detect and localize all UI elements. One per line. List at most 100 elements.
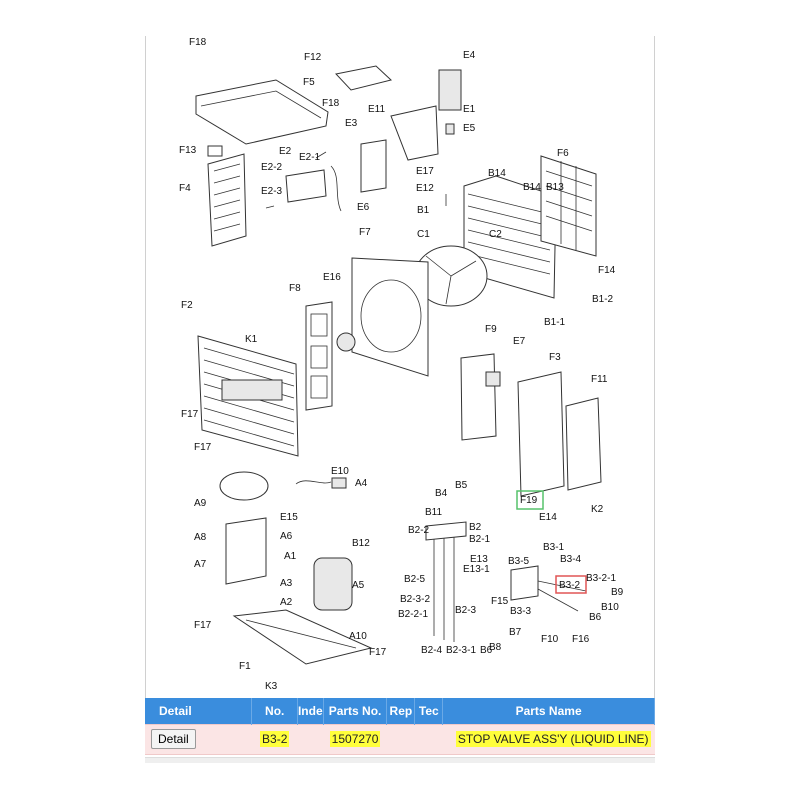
- label-F18: F18: [322, 98, 340, 109]
- part-a9: [219, 471, 269, 501]
- cell-index: [297, 723, 324, 755]
- part-e4: [438, 69, 462, 111]
- label-A7: A7: [194, 559, 207, 570]
- label-E13-1: E13-1: [463, 564, 490, 575]
- table-row: Detail B3-2 1507270 STOP VALVE ASS'Y (LI…: [145, 723, 655, 755]
- label-B2-5: B2-5: [404, 574, 426, 585]
- label-B3-4: B3-4: [560, 554, 582, 565]
- part-f11: [565, 397, 602, 491]
- label-E6: E6: [357, 202, 370, 213]
- label-E10: E10: [331, 466, 349, 477]
- label-F14: F14: [598, 265, 616, 276]
- label-C2: C2: [489, 229, 502, 240]
- label-F17: F17: [369, 647, 387, 658]
- label-B2: B2: [469, 522, 482, 533]
- table-header-row: Detail No. Inde Parts No. Rep Tec Parts …: [145, 698, 655, 724]
- cell-no: B3-2: [251, 723, 298, 755]
- label-F15: F15: [491, 596, 509, 607]
- label-E16: E16: [323, 272, 341, 283]
- label-A4: A4: [355, 478, 368, 489]
- label-E14: E14: [539, 512, 557, 523]
- label-F2: F2: [181, 300, 193, 311]
- col-header-parts-no: Parts No.: [323, 698, 388, 724]
- label-B1: B1: [417, 205, 430, 216]
- label-A3: A3: [280, 578, 293, 589]
- table-bottom-divider: [145, 757, 655, 763]
- detail-button[interactable]: Detail: [151, 729, 196, 749]
- label-F6: F6: [557, 148, 569, 159]
- label-E4: E4: [463, 50, 476, 61]
- label-K1: K1: [245, 334, 258, 345]
- part-top-panel: [195, 79, 329, 145]
- label-B10: B10: [601, 602, 619, 613]
- cell-detail: Detail: [145, 723, 252, 755]
- cell-parts-name: STOP VALVE ASS'Y (LIQUID LINE): [442, 723, 655, 755]
- label-B14: B14: [523, 182, 541, 193]
- label-B4: B4: [435, 488, 448, 499]
- label-E11: E11: [368, 104, 385, 115]
- label-B11: B11: [425, 507, 442, 518]
- col-header-tec: Tec: [414, 698, 444, 724]
- label-B3-3: B3-3: [510, 606, 532, 617]
- label-F9: F9: [485, 324, 497, 335]
- label-F12: F12: [304, 52, 322, 63]
- label-E2-2: E2-2: [261, 162, 283, 173]
- label-F1: F1: [239, 661, 251, 672]
- parts-no-highlight: 1507270: [329, 731, 381, 747]
- label-B9: B9: [611, 587, 624, 598]
- label-K3: K3: [265, 681, 278, 692]
- label-K2: K2: [591, 504, 604, 515]
- col-header-no: No.: [251, 698, 298, 724]
- label-E7: E7: [513, 336, 526, 347]
- label-F19: F19: [520, 495, 538, 506]
- part-f8: [305, 301, 333, 411]
- f19-highlight-box: [516, 490, 544, 510]
- label-B2-3-2: B2-3-2: [400, 594, 430, 605]
- label-F8: F8: [289, 283, 301, 294]
- label-A5: A5: [352, 580, 365, 591]
- label-B3-1: B3-1: [543, 542, 565, 553]
- label-F17: F17: [194, 620, 212, 631]
- label-F16: F16: [572, 634, 590, 645]
- part-f3: [517, 371, 565, 497]
- label-B6: B6: [589, 612, 602, 623]
- label-B13: B13: [546, 182, 564, 193]
- label-B7: B7: [509, 627, 522, 638]
- label-B14: B14: [488, 168, 506, 179]
- label-B2-1: B2-1: [469, 534, 491, 545]
- label-A1: A1: [284, 551, 297, 562]
- label-E15: E15: [280, 512, 298, 523]
- part-f12: [335, 65, 393, 91]
- label-F7: F7: [359, 227, 371, 238]
- cell-rep: [386, 723, 415, 755]
- label-A9: A9: [194, 498, 207, 509]
- col-header-detail: Detail: [145, 698, 253, 724]
- label-B3-2: B3-2: [559, 580, 581, 591]
- label-B1-1: B1-1: [544, 317, 566, 328]
- label-E2-1: E2-1: [299, 152, 321, 163]
- label-B2-3: B2-3: [455, 605, 477, 616]
- label-A2: A2: [280, 597, 293, 608]
- part-f1-base: [232, 609, 373, 665]
- part-e16: [336, 332, 356, 352]
- label-B1-2: B1-2: [592, 294, 614, 305]
- part-f7: [351, 257, 429, 377]
- part-a8: [225, 517, 267, 585]
- label-B5: B5: [455, 480, 468, 491]
- part-e11: [390, 105, 439, 161]
- label-E1: E1: [463, 104, 476, 115]
- label-E3: E3: [345, 118, 358, 129]
- label-E17: E17: [416, 166, 434, 177]
- col-header-rep: Rep: [386, 698, 416, 724]
- label-A8: A8: [194, 532, 207, 543]
- label-B12: B12: [352, 538, 370, 549]
- label-E2: E2: [279, 146, 292, 157]
- label-E12: E12: [416, 183, 434, 194]
- diagram-canvas: F18 F12 E4 F5 F18 E11 E1 E3 E5 F13 E2 E2…: [179, 37, 624, 692]
- label-C1: C1: [417, 229, 430, 240]
- label-F13: F13: [179, 145, 197, 156]
- label-F17: F17: [181, 409, 199, 420]
- label-F4: F4: [179, 183, 191, 194]
- exploded-parts-diagram: F18 F12 E4 F5 F18 E11 E1 E3 E5 F13 E2 E2…: [145, 36, 655, 699]
- part-f6: [540, 155, 597, 257]
